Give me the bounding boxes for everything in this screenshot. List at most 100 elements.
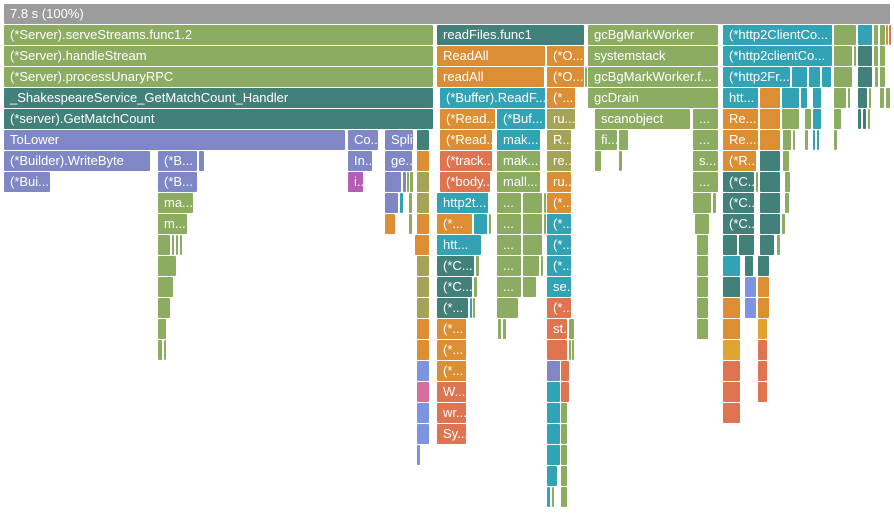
flame-bar[interactable] <box>409 214 412 234</box>
flame-bar[interactable]: (*Read... <box>440 130 492 150</box>
flame-bar[interactable] <box>417 403 429 423</box>
flame-bar[interactable] <box>817 130 819 150</box>
flame-bar[interactable] <box>723 319 740 339</box>
flame-bar[interactable]: mak... <box>497 151 540 171</box>
flame-bar[interactable] <box>777 235 780 255</box>
flame-bar[interactable] <box>886 25 888 45</box>
flame-bar[interactable] <box>561 445 567 465</box>
flame-bar[interactable]: (*... <box>437 340 466 360</box>
flame-bar[interactable]: Re... <box>723 109 758 129</box>
flame-bar[interactable] <box>723 298 740 318</box>
flame-bar[interactable] <box>417 382 429 402</box>
flame-bar[interactable]: R... <box>547 130 571 150</box>
flame-bar[interactable]: systemstack <box>588 46 718 66</box>
flame-bar[interactable] <box>547 445 560 465</box>
flame-bar[interactable] <box>783 151 789 171</box>
flame-bar[interactable] <box>805 130 808 150</box>
flame-bar[interactable] <box>760 235 774 255</box>
flame-bar[interactable] <box>569 319 574 339</box>
flame-bar[interactable] <box>585 67 587 87</box>
flame-bar[interactable]: s... <box>693 151 718 171</box>
flame-bar[interactable] <box>158 277 173 297</box>
flame-bar[interactable] <box>385 193 398 213</box>
flame-bar[interactable] <box>886 88 890 108</box>
flame-bar[interactable] <box>417 298 429 318</box>
flame-bar[interactable] <box>561 466 567 486</box>
flame-bar[interactable] <box>417 445 420 465</box>
flame-bar[interactable] <box>880 46 885 66</box>
flame-bar[interactable] <box>523 277 536 297</box>
flame-bar[interactable] <box>783 130 791 150</box>
flame-bar[interactable]: mak... <box>497 130 540 150</box>
flame-bar[interactable] <box>834 25 856 45</box>
flame-bar[interactable] <box>619 151 622 171</box>
flame-bar[interactable] <box>756 172 758 192</box>
flame-bar[interactable]: (*body... <box>440 172 490 192</box>
flame-bar[interactable]: st... <box>547 319 567 339</box>
flame-bar[interactable] <box>523 193 542 213</box>
flame-bar[interactable] <box>758 277 769 297</box>
flame-bar[interactable] <box>544 214 546 234</box>
flame-bar[interactable] <box>834 109 841 129</box>
flame-bar[interactable] <box>834 88 846 108</box>
flame-bar[interactable] <box>834 46 852 66</box>
flame-bar[interactable]: (*http2Fr... <box>723 67 790 87</box>
flame-bar[interactable]: In... <box>348 151 372 171</box>
flame-bar[interactable] <box>822 67 831 87</box>
flame-bar[interactable] <box>561 487 567 507</box>
flame-bar[interactable] <box>813 130 815 150</box>
flame-bar[interactable] <box>158 298 170 318</box>
flame-bar[interactable] <box>561 403 567 423</box>
flame-bar[interactable]: (*Buf... <box>497 109 545 129</box>
flame-bar[interactable]: ... <box>497 277 521 297</box>
flame-bar[interactable] <box>813 88 821 108</box>
flame-bar[interactable]: re... <box>547 151 571 171</box>
flame-bar[interactable] <box>180 235 182 255</box>
flame-bar[interactable] <box>697 298 708 318</box>
flame-bar[interactable] <box>417 340 429 360</box>
flame-bar[interactable] <box>697 235 708 255</box>
flame-bar[interactable] <box>723 277 740 297</box>
flame-bar[interactable]: Co... <box>348 130 378 150</box>
flame-bar[interactable] <box>834 67 852 87</box>
flame-bar[interactable]: (*... <box>547 193 571 213</box>
flame-bar[interactable] <box>158 340 162 360</box>
flame-bar[interactable] <box>745 298 756 318</box>
flame-bar[interactable] <box>889 25 891 45</box>
flame-bar[interactable] <box>793 130 795 150</box>
flame-bar[interactable]: se... <box>547 277 571 297</box>
flame-bar[interactable] <box>385 214 395 234</box>
flame-bar[interactable] <box>869 88 871 108</box>
flame-bar[interactable]: readFiles.func1 <box>437 25 584 45</box>
flame-bar[interactable]: http2t... <box>437 193 488 213</box>
flame-bar[interactable] <box>697 256 708 276</box>
flame-bar[interactable] <box>697 277 708 297</box>
flame-bar[interactable] <box>158 235 170 255</box>
flame-bar[interactable] <box>745 256 753 276</box>
flame-bar[interactable] <box>785 172 790 192</box>
flame-bar[interactable]: scanobject <box>595 109 690 129</box>
flame-bar[interactable]: gcBgMarkWorker.f... <box>588 67 718 87</box>
flame-bar[interactable] <box>713 193 716 213</box>
flame-bar[interactable] <box>760 109 780 129</box>
flame-bar[interactable] <box>875 67 878 87</box>
flame-bar[interactable] <box>758 256 769 276</box>
flame-bar[interactable]: (*Server).handleStream <box>4 46 433 66</box>
flame-bar[interactable] <box>410 172 413 192</box>
flame-bar[interactable] <box>782 109 799 129</box>
flame-bar[interactable]: wr... <box>437 403 466 423</box>
flame-bar[interactable]: htt... <box>723 88 758 108</box>
flame-bar[interactable]: (*http2clientCo... <box>723 46 832 66</box>
flame-bar[interactable]: (*C... <box>723 172 754 192</box>
flame-bar[interactable]: (*... <box>547 235 571 255</box>
flame-bar[interactable] <box>417 361 429 381</box>
flame-bar[interactable] <box>476 256 479 276</box>
flame-bar[interactable] <box>858 88 867 108</box>
flame-bar[interactable]: (*... <box>547 214 571 234</box>
flame-bar[interactable] <box>863 109 866 129</box>
flame-bar[interactable] <box>760 130 780 150</box>
flame-bar[interactable] <box>400 193 403 213</box>
flame-bar[interactable] <box>880 25 885 45</box>
flame-bar[interactable] <box>172 235 174 255</box>
flame-bar[interactable] <box>503 319 506 339</box>
